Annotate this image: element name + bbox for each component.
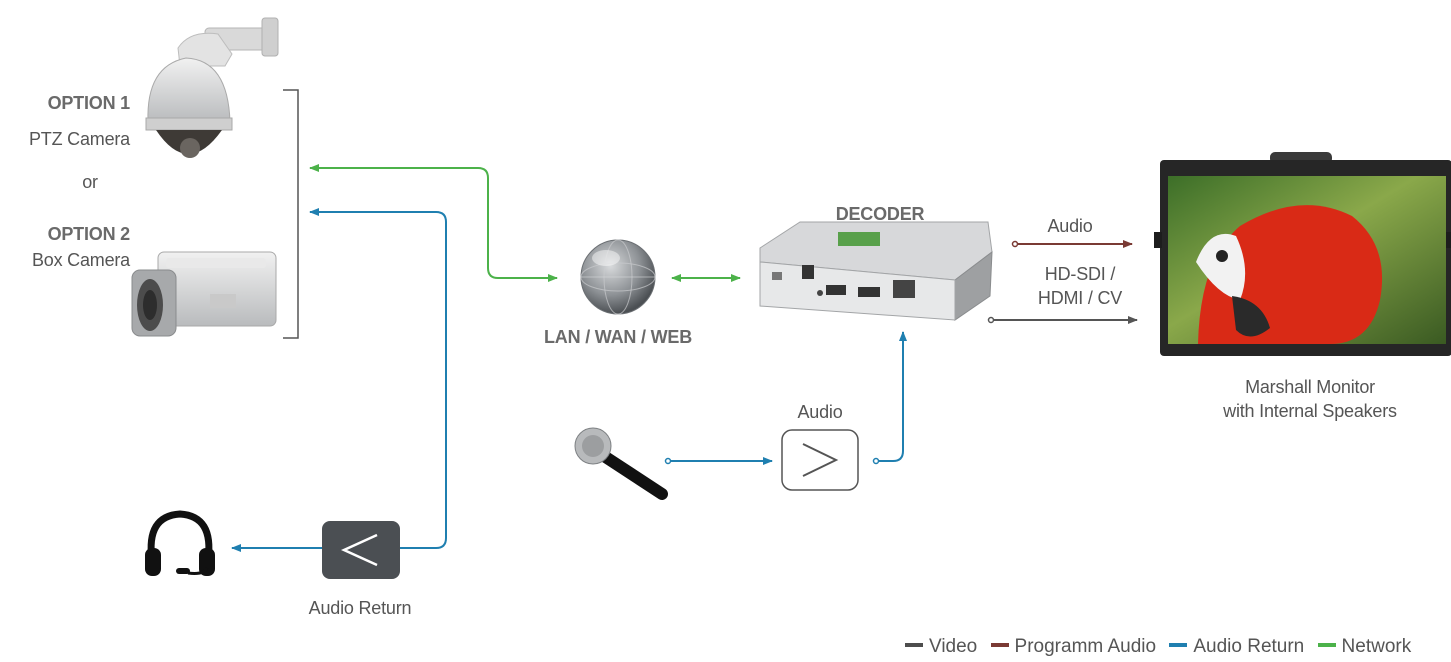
- monitor-label-line1: Marshall Monitor: [1245, 377, 1375, 397]
- option2-title: OPTION 2: [47, 224, 131, 244]
- legend-label: Audio Return: [1193, 636, 1305, 657]
- audio-return-box-icon: [322, 521, 400, 579]
- legend-item-video: Video: [905, 636, 977, 658]
- option2-subtitle: Box Camera: [31, 250, 130, 270]
- monitor-label-line2: with Internal Speakers: [1223, 401, 1397, 421]
- audio-in-label: Audio: [797, 402, 843, 422]
- legend-item-network: Network: [1317, 636, 1412, 658]
- legend-item-audio-return: Audio Return: [1169, 636, 1304, 658]
- legend-label: Programm Audio: [1014, 636, 1157, 657]
- decoder-label: DECODER: [835, 204, 925, 224]
- option1-subtitle: PTZ Camera: [28, 129, 130, 149]
- legend-label: Video: [929, 636, 978, 657]
- video-out-label-line2: HDMI / CV: [1037, 288, 1123, 308]
- amp-to-decoder-line: [879, 331, 907, 462]
- network-label: LAN / WAN / WEB: [544, 327, 692, 347]
- box-camera-icon: [131, 251, 277, 337]
- legend-swatch: [905, 642, 923, 647]
- legend-swatch: [990, 642, 1009, 647]
- amplifier-icon: [781, 429, 859, 491]
- camera-options-bracket: [283, 89, 299, 339]
- microphone-icon: [574, 427, 668, 500]
- legend-label: Network: [1341, 636, 1412, 657]
- decoder-device-icon: [759, 221, 993, 321]
- audio-return-label: Audio Return: [308, 598, 412, 618]
- monitor-icon: [1154, 152, 1451, 356]
- legend-item-program-audio: Programm Audio: [990, 636, 1157, 658]
- legend: Video Programm Audio Audio Return Networ…: [905, 636, 1419, 658]
- option1-title: OPTION 1: [47, 93, 131, 113]
- audio-return-line: [309, 208, 447, 549]
- legend-swatch: [1317, 642, 1336, 647]
- headphones-icon: [145, 510, 215, 576]
- audio-out-label: Audio: [1047, 216, 1093, 236]
- legend-swatch: [1169, 642, 1188, 647]
- globe-icon: [580, 239, 656, 315]
- or-label: or: [82, 172, 98, 192]
- network-line-camera: [309, 164, 558, 282]
- video-out-label-line1: HD-SDI /: [1044, 264, 1116, 284]
- ptz-camera-icon: [145, 17, 279, 158]
